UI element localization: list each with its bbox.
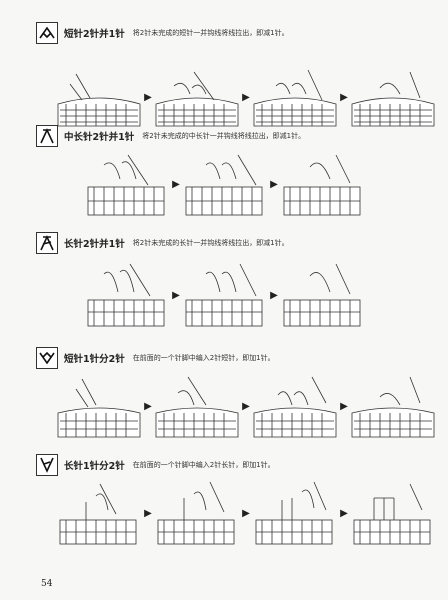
arrow-icon: ▶: [242, 400, 250, 412]
section-title: 短针1针分2针: [64, 354, 125, 365]
stitch-diagram: [59, 483, 137, 545]
section-description: 将2针未完成的长针一并钩线将线拉出，即减1针。: [132, 239, 289, 247]
arrow-icon: ▶: [172, 178, 180, 190]
stitch-diagram: [155, 376, 239, 438]
section-description: 在前面的一个针脚中编入2针长针，即加1针。: [132, 461, 275, 469]
section-header: 长针1针分2针 在前面的一个针脚中编入2针长针，即加1针。: [36, 454, 275, 476]
section-header: 中长针2针并1针 将2针未完成的中长针一并钩线将线拉出，即减1针。: [36, 125, 305, 147]
arrow-icon: ▶: [270, 178, 278, 190]
stitch-diagram: [185, 154, 263, 216]
stitch-diagram: [253, 376, 337, 438]
stitch-diagram: [351, 71, 435, 127]
arrow-icon: ▶: [172, 289, 180, 301]
diagram-sequence: ▶ ▶ ▶: [56, 480, 436, 546]
stitch-diagram: [87, 263, 165, 327]
sc-increase-symbol-icon: [36, 347, 58, 369]
arrow-icon: ▶: [242, 507, 250, 519]
diagram-sequence: ▶ ▶: [84, 262, 366, 328]
page-number: 54: [41, 579, 53, 589]
section-title: 长针1针分2针: [64, 461, 125, 472]
stitch-diagram: [351, 376, 435, 438]
diagram-sequence: ▶ ▶: [84, 151, 366, 217]
diagram-sequence: ▶ ▶ ▶: [56, 64, 436, 130]
section-description: 将2针未完成的中长针一并钩线将线拉出，即减1针。: [142, 132, 306, 140]
arrow-icon: ▶: [144, 400, 152, 412]
stitch-diagram: [155, 71, 239, 127]
section-header: 短针1针分2针 在前面的一个针脚中编入2针短针，即加1针。: [36, 347, 275, 369]
stitch-diagram: [255, 481, 333, 545]
arrow-icon: ▶: [270, 289, 278, 301]
section-header: 短针2针并1针 将2针未完成的短针一并钩线将线拉出，即减1针。: [36, 22, 289, 44]
stitch-diagram: [283, 154, 361, 216]
arrow-icon: ▶: [144, 507, 152, 519]
sc2tog-symbol-icon: [36, 22, 58, 44]
dc-increase-symbol-icon: [36, 454, 58, 476]
diagram-sequence: ▶ ▶ ▶: [56, 373, 436, 439]
section-title: 短针2针并1针: [64, 29, 125, 40]
stitch-diagram: [87, 154, 165, 216]
arrow-icon: ▶: [340, 91, 348, 103]
section-description: 将2针未完成的短针一并钩线将线拉出，即减1针。: [132, 29, 289, 37]
stitch-diagram: [157, 481, 235, 545]
arrow-icon: ▶: [340, 400, 348, 412]
section-description: 在前面的一个针脚中编入2针短针，即加1针。: [132, 354, 275, 362]
section-header: 长针2针并1针 将2针未完成的长针一并钩线将线拉出，即减1针。: [36, 232, 289, 254]
arrow-icon: ▶: [144, 91, 152, 103]
stitch-diagram: [185, 263, 263, 327]
stitch-diagram: [57, 73, 141, 127]
section-title: 中长针2针并1针: [64, 132, 135, 143]
dc2tog-symbol-icon: [36, 232, 58, 254]
arrow-icon: ▶: [242, 91, 250, 103]
stitch-diagram: [57, 378, 141, 438]
hdc2tog-symbol-icon: [36, 125, 58, 147]
section-title: 长针2针并1针: [64, 239, 125, 250]
stitch-diagram: [253, 69, 337, 127]
stitch-diagram: [353, 483, 431, 545]
arrow-icon: ▶: [340, 507, 348, 519]
stitch-diagram: [283, 263, 361, 327]
